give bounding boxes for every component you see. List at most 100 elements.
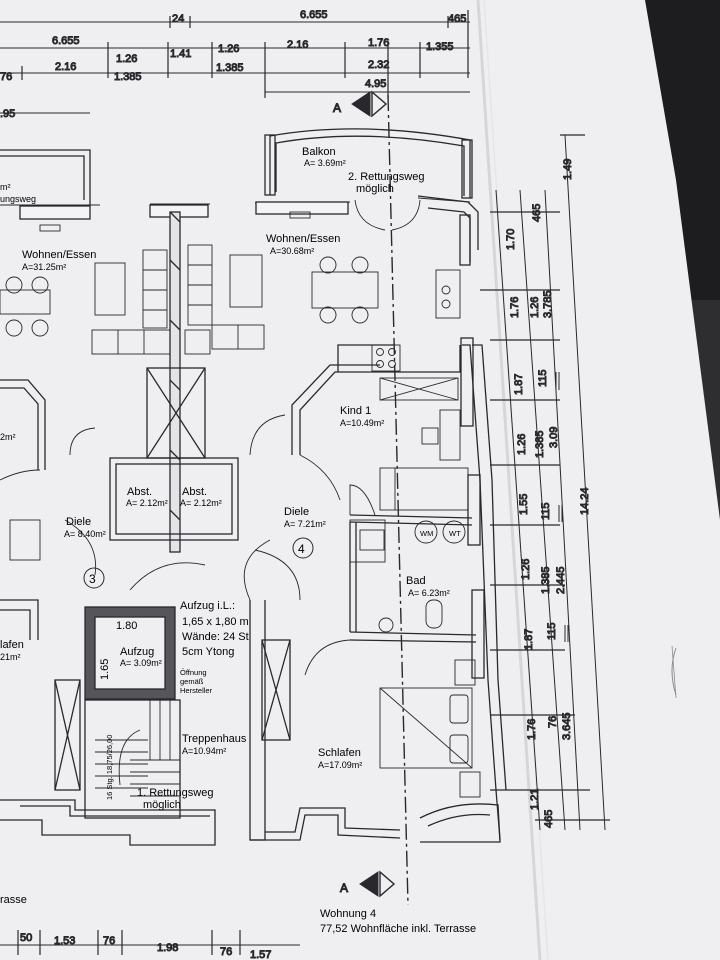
page-fold xyxy=(476,0,542,960)
left-crop-d: lafen xyxy=(0,639,24,651)
label-aufzug-height: 1.65 xyxy=(99,659,111,680)
label-diele-right: Diele xyxy=(284,506,309,518)
note-aufzug-3: Wände: 24 St xyxy=(182,631,249,643)
dim-r-1385a: 1.385 xyxy=(534,430,546,458)
dim-top-216b: 2.16 xyxy=(287,39,308,51)
dim-r-176a: 1.76 xyxy=(509,297,521,318)
note-opening-3: Hersteller xyxy=(180,686,213,695)
dim-r-1424: 14.24 xyxy=(579,487,591,515)
dim-r-465a: 465 xyxy=(531,204,543,222)
label-wm: WM xyxy=(420,529,433,538)
plan-drawing: 6.655 24 6.655 465 1.26 1.41 1.26 2.16 1… xyxy=(0,9,610,960)
area-kind1: A=10.49m² xyxy=(340,418,384,428)
svg-text:A: A xyxy=(333,101,341,115)
dim-r-76: 76 xyxy=(547,716,559,728)
doors xyxy=(0,199,421,676)
label-kind1: Kind 1 xyxy=(340,405,371,417)
dim-top-495: 4.95 xyxy=(365,78,386,90)
dim-top-465: 465 xyxy=(448,13,466,25)
dim-b-157: 1.57 xyxy=(250,949,271,960)
dim-r-2445: 2.445 xyxy=(555,566,567,594)
label-abst-1: Abst. xyxy=(127,486,152,498)
area-aufzug: A= 3.09m² xyxy=(120,658,162,668)
dim-r-155: 1.55 xyxy=(518,494,530,515)
bottom-dimensions: 50 1.53 76 1.98 76 1.57 xyxy=(0,930,300,960)
dim-r-3785: 3.785 xyxy=(542,290,554,318)
caption-unit: Wohnung 4 xyxy=(320,908,376,920)
top-dimensions: 6.655 24 6.655 465 1.26 1.41 1.26 2.16 1… xyxy=(0,9,470,121)
note-aufzug-1: Aufzug i.L.: xyxy=(180,600,235,612)
label-rettungsweg-1: 1. Rettungsweg xyxy=(137,787,213,799)
note-aufzug-4: 5cm Ytong xyxy=(182,646,234,658)
dim-r-465b: 465 xyxy=(543,810,555,828)
note-opening-2: gemäß xyxy=(180,677,204,686)
dim-b-153: 1.53 xyxy=(54,935,75,947)
left-crop-f: rasse xyxy=(0,894,27,906)
dim-r-1385b: 1.385 xyxy=(540,566,552,594)
labels: Balkon A= 3.69m² 2. Rettungsweg möglich … xyxy=(0,146,476,935)
area-diele-left: A= 8.40m² xyxy=(64,529,106,539)
dim-r-115c: 115 xyxy=(546,622,558,640)
label-diele-left: Diele xyxy=(66,516,91,528)
dim-top-232: 2.32 xyxy=(368,59,389,71)
left-crop-b: ungsweg xyxy=(0,194,36,204)
label-aufzug: Aufzug xyxy=(120,646,154,658)
dim-top-126b: 1.26 xyxy=(218,43,239,55)
dim-top-1355: 1.355 xyxy=(426,41,454,53)
furniture xyxy=(0,211,481,798)
area-wohnen-right: A=30.68m² xyxy=(270,246,314,256)
dim-r-126b: 1.26 xyxy=(516,434,528,455)
walls xyxy=(0,128,507,846)
dim-top-1385b: 1.385 xyxy=(216,62,244,74)
left-crop-a: m² xyxy=(0,182,11,192)
dim-r-115a: 115 xyxy=(537,369,549,387)
note-stairs: 16 Stg. 18,75/26,00 xyxy=(105,735,114,800)
dim-b-76b: 76 xyxy=(220,946,232,958)
right-dimensions: 1.49 1.70 465 1.76 1.26 3.785 1.87 115 1… xyxy=(480,134,610,831)
section-mark-bottom: A xyxy=(340,870,396,898)
area-abst-1: A= 2.12m² xyxy=(126,498,168,508)
label-schlafen: Schlafen xyxy=(318,747,361,759)
dim-r-187b: 1.87 xyxy=(523,629,535,650)
dim-top-6655b: 6.655 xyxy=(300,9,328,21)
dim-b-198: 1.98 xyxy=(157,942,178,954)
label-aufzug-width: 1.80 xyxy=(116,620,137,632)
dim-top-126a: 1.26 xyxy=(116,53,137,65)
dim-r-149: 1.49 xyxy=(562,159,574,180)
area-wohnen-left: A=31.25m² xyxy=(22,262,66,272)
margin-mark xyxy=(671,647,677,696)
dim-r-170: 1.70 xyxy=(505,229,517,250)
dim-r-115b: 115 xyxy=(540,502,552,520)
left-crop-c: 2m² xyxy=(0,432,16,442)
label-bad: Bad xyxy=(406,575,426,587)
area-treppenhaus: A=10.94m² xyxy=(182,746,226,756)
label-rettungsweg-2: 2. Rettungsweg xyxy=(348,171,424,183)
dim-r-126c: 1.26 xyxy=(520,559,532,580)
caption-area: 77,52 Wohnfläche inkl. Terrasse xyxy=(320,923,476,935)
dim-top-24: 24 xyxy=(172,13,184,25)
dim-b-50: 50 xyxy=(20,932,32,944)
dim-r-3645: 3.645 xyxy=(561,712,573,740)
note-opening-1: Öffnung xyxy=(180,668,207,677)
label-rettungsweg-2-b: möglich xyxy=(356,183,394,195)
dim-b-76a: 76 xyxy=(103,935,115,947)
unit-3-circle xyxy=(83,567,105,589)
area-abst-2: A= 2.12m² xyxy=(180,498,222,508)
label-abst-2: Abst. xyxy=(182,486,207,498)
dim-top-141: 1.41 xyxy=(170,48,191,60)
unit-3-number: 3 xyxy=(89,572,96,586)
area-bad: A= 6.23m² xyxy=(408,588,450,598)
area-schlafen: A=17.09m² xyxy=(318,760,362,770)
dim-r-187a: 1.87 xyxy=(513,374,525,395)
label-wt: WT xyxy=(449,529,461,538)
dim-top-95: .95 xyxy=(0,108,15,120)
left-crop-e: 21m² xyxy=(0,652,21,662)
dim-top-6655a: 6.655 xyxy=(52,35,80,47)
svg-text:A: A xyxy=(340,881,348,895)
dim-r-121: 1.21 xyxy=(529,789,541,810)
dim-top-176: 1.76 xyxy=(368,37,389,49)
label-treppenhaus: Treppenhaus xyxy=(182,733,247,745)
dim-top-76: 76 xyxy=(0,71,12,83)
section-line xyxy=(387,94,409,906)
unit-4-number: 4 xyxy=(298,542,305,556)
